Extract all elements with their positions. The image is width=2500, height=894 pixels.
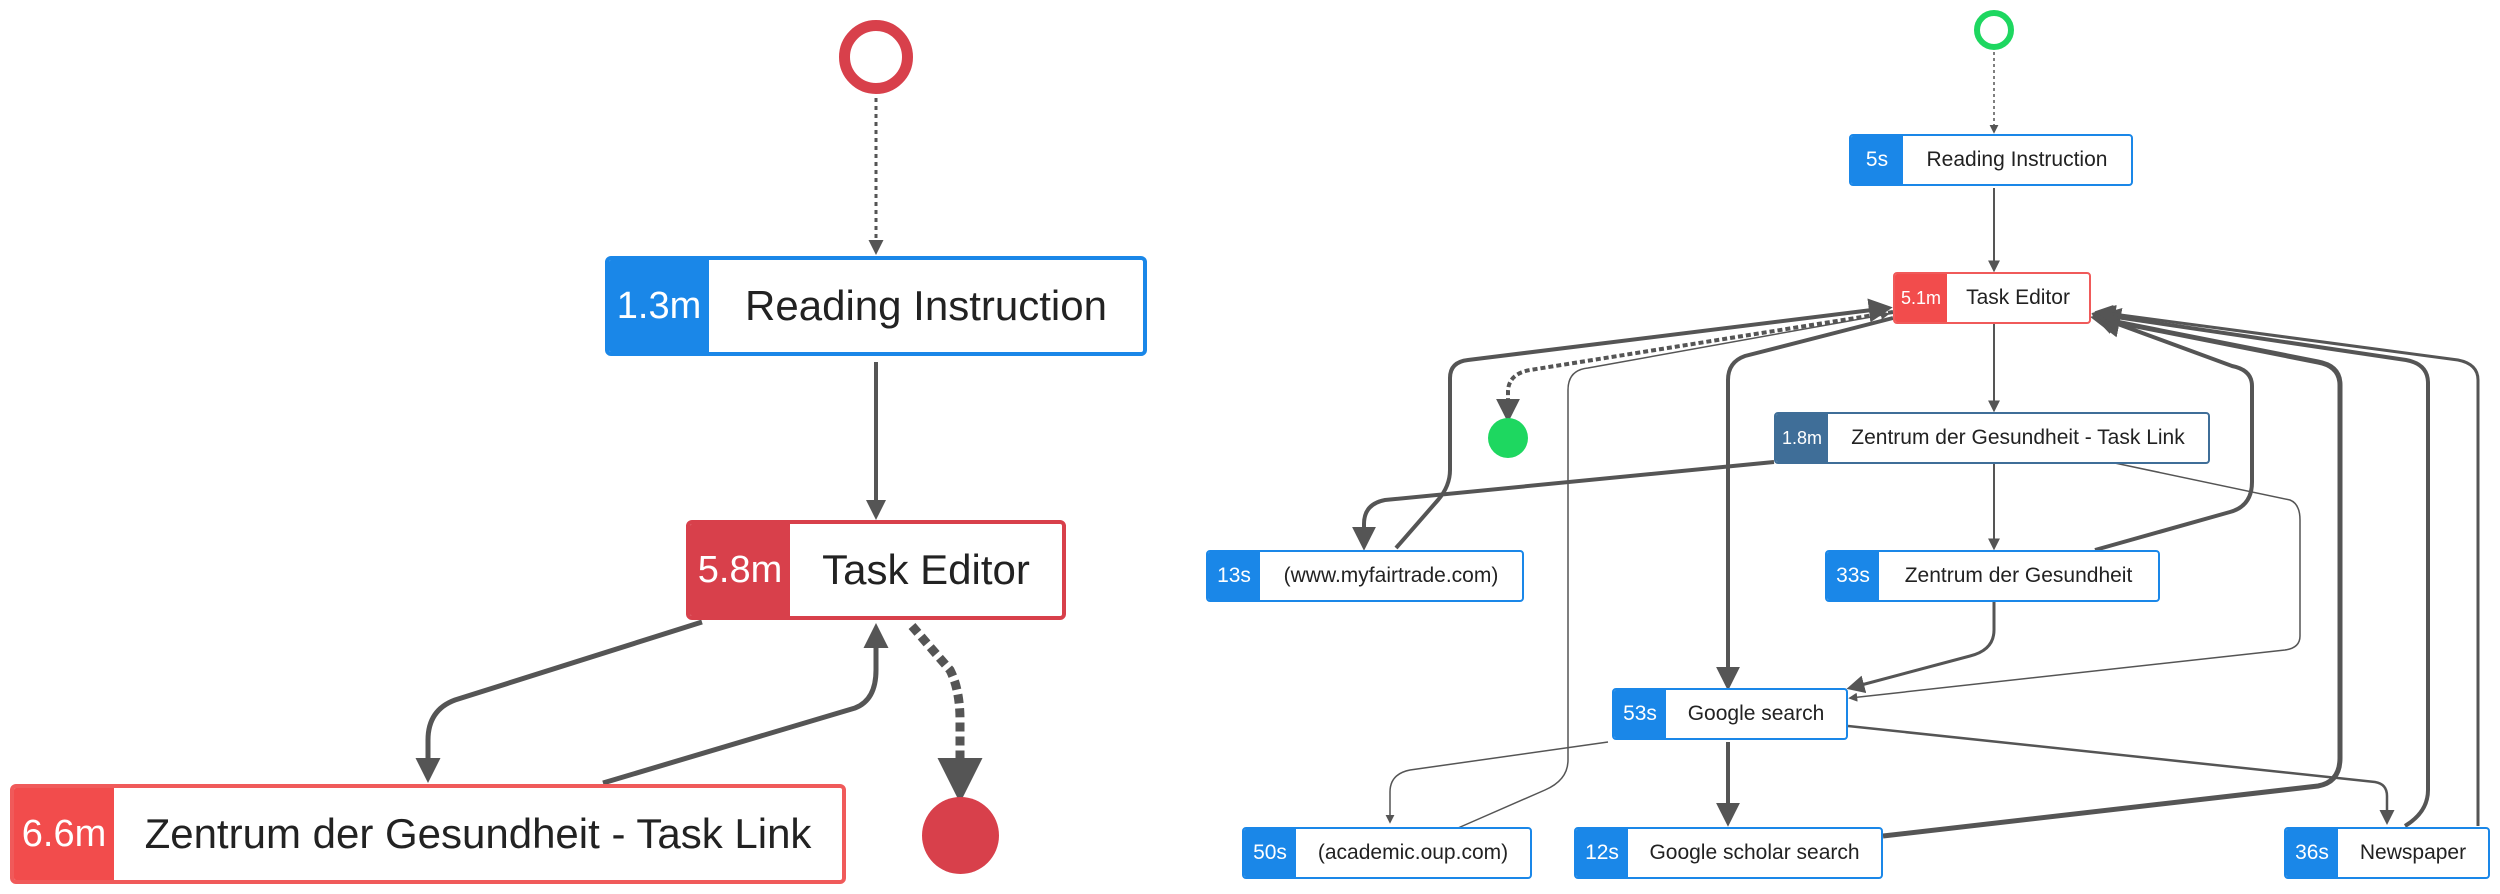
- right-start-node: [1974, 10, 2014, 50]
- edge-taskeditor-to-end: [908, 623, 983, 803]
- right-node-zentrum[interactable]: 33s Zentrum der Gesundheit: [1825, 550, 2160, 602]
- node-label: Zentrum der Gesundheit - Task Link: [144, 810, 812, 857]
- edge-r-taskeditor-to-end: [1496, 310, 1894, 423]
- node-label: Task Editor: [822, 546, 1030, 593]
- right-node-google-search[interactable]: 53s Google search: [1612, 688, 1848, 740]
- edge-r-googlesearch-to-newspaper: [1847, 724, 2395, 825]
- edge-r-academic-to-taskeditor: [1457, 310, 1890, 829]
- node-label: Reading Instruction: [1926, 148, 2108, 171]
- duration-badge: 33s: [1827, 552, 1879, 600]
- edge-r-scholar-to-taskeditor: [1882, 307, 2343, 839]
- right-edges: [1352, 46, 2480, 839]
- left-node-task-editor[interactable]: 5.8m Task Editor: [686, 520, 1066, 620]
- left-edges: [415, 98, 983, 803]
- duration-badge: 36s: [2286, 829, 2338, 877]
- duration-badge: 5.1m: [1895, 274, 1947, 322]
- edge-r-zentrum-to-taskeditor: [2091, 311, 2254, 552]
- right-node-task-editor[interactable]: 5.1m Task Editor: [1893, 272, 2091, 324]
- duration-badge: 5s: [1851, 136, 1903, 184]
- left-node-zentrum-task-link[interactable]: 6.6m Zentrum der Gesundheit - Task Link: [10, 784, 846, 884]
- right-end-node: [1488, 418, 1528, 458]
- right-node-zentrum-task-link[interactable]: 1.8m Zentrum der Gesundheit - Task Link: [1774, 412, 2210, 464]
- edge-r-newspaper-to-taskeditor-a: [2091, 304, 2430, 828]
- node-label: Google scholar search: [1649, 841, 1860, 864]
- edge-r-newspaper-to-taskeditor-b: [2094, 304, 2480, 826]
- right-node-academic[interactable]: 50s (academic.oup.com): [1242, 827, 1532, 879]
- node-label: Zentrum der Gesundheit - Task Link: [1851, 426, 2185, 449]
- duration-badge: 13s: [1208, 552, 1260, 600]
- duration-badge: 1.8m: [1776, 414, 1828, 462]
- duration-badge: 50s: [1244, 829, 1296, 877]
- node-label: Task Editor: [1966, 286, 2070, 309]
- left-end-node: [922, 797, 999, 874]
- edge-r-zentrumlink-to-googlesearch: [1848, 461, 2301, 702]
- duration-badge: 12s: [1576, 829, 1628, 877]
- left-start-node: [839, 20, 913, 94]
- right-node-myfairtrade[interactable]: 13s (www.myfairtrade.com): [1206, 550, 1524, 602]
- edge-zentrumlink-to-taskeditor: [602, 623, 889, 786]
- node-label: Google search: [1687, 702, 1825, 725]
- node-label: (www.myfairtrade.com): [1283, 564, 1499, 587]
- node-label: Reading Instruction: [745, 282, 1107, 329]
- duration-badge: 1.3m: [609, 260, 709, 352]
- right-node-google-scholar-search[interactable]: 12s Google scholar search: [1574, 827, 1883, 879]
- node-label: Newspaper: [2359, 841, 2467, 864]
- left-node-reading-instruction[interactable]: 1.3m Reading Instruction: [605, 256, 1147, 356]
- right-node-newspaper[interactable]: 36s Newspaper: [2284, 827, 2490, 879]
- edge-r-zentrum-to-googlesearch: [1846, 602, 1996, 693]
- right-node-reading-instruction[interactable]: 5s Reading Instruction: [1849, 134, 2133, 186]
- node-label: (academic.oup.com): [1317, 841, 1509, 864]
- duration-badge: 5.8m: [690, 524, 790, 616]
- duration-badge: 53s: [1614, 690, 1666, 738]
- edge-r-googlesearch-to-academic: [1385, 741, 1609, 824]
- duration-badge: 6.6m: [14, 788, 114, 880]
- node-label: Zentrum der Gesundheit: [1904, 564, 2133, 587]
- edge-r-zentrumlink-to-myfairtrade: [1352, 460, 1775, 551]
- edge-r-taskeditor-to-googlesearch: [1716, 316, 1894, 691]
- edge-taskeditor-to-zentrumlink: [415, 619, 703, 783]
